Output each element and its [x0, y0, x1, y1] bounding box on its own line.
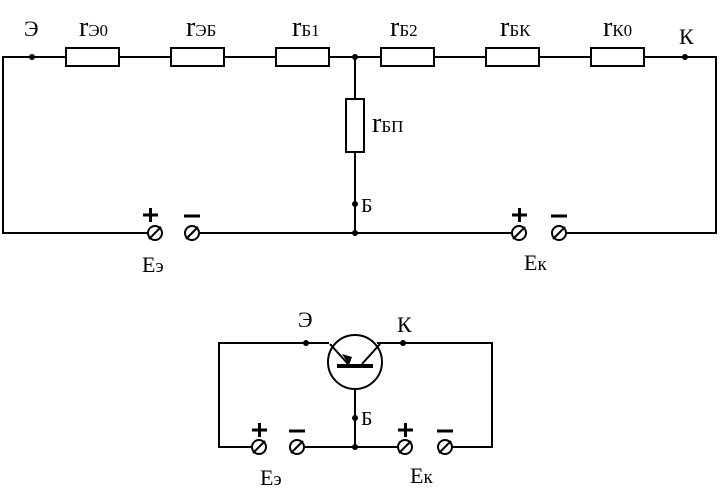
resistor-label-r-k0: rК0 [603, 12, 632, 43]
collector-label: К [397, 312, 412, 337]
transistor-symbol [327, 334, 383, 390]
resistor-label-r-eb: rЭБ [186, 12, 216, 43]
base-label: Б [361, 195, 372, 217]
base-label: Б [361, 408, 372, 430]
plus-icon [143, 208, 158, 222]
battery-collector-top: Eк [511, 208, 567, 275]
battery-emitter-top: Eэ [142, 208, 200, 277]
transistor-circuit: Э К Б Eэ Eк [218, 307, 493, 490]
resistor-r-b1 [275, 47, 330, 67]
battery-emitter-bottom: Eэ [251, 423, 305, 490]
source-label-e-emitter: Eэ [260, 465, 282, 490]
base-terminal-dot [352, 201, 358, 207]
emitter-label: Э [24, 16, 39, 41]
resistor-r-k0 [590, 47, 645, 67]
resistor-r-eb [170, 47, 225, 67]
plus-icon [252, 423, 267, 437]
resistor-label-r-bk: rБК [500, 12, 531, 43]
resistor-r-bp [345, 98, 365, 153]
junction-dot [352, 444, 358, 450]
emitter-terminal-dot [303, 340, 309, 346]
resistor-r-bk [485, 47, 540, 67]
plus-icon [512, 208, 527, 222]
resistor-label-r-bp: rБП [372, 108, 403, 139]
source-label-e-emitter: Eэ [142, 252, 164, 277]
plus-icon [398, 423, 413, 437]
emitter-arrow-icon [342, 354, 352, 365]
source-label-e-collector: Eк [524, 250, 547, 275]
emitter-terminal-dot [29, 54, 35, 60]
resistor-label-r-e0: rЭ0 [79, 12, 108, 43]
junction-dot [352, 54, 358, 60]
resistor-r-b2 [380, 47, 435, 67]
junction-dot [352, 230, 358, 236]
resistor-r-e0 [65, 47, 120, 67]
equivalent-circuit: rЭ0 rЭБ rБ1 rБ2 rБК rК0 rБП Э К Б Eэ [2, 12, 717, 277]
collector-terminal-dot [682, 54, 688, 60]
source-label-e-collector: Eк [410, 463, 433, 488]
base-terminal-dot [352, 415, 358, 421]
emitter-label: Э [298, 307, 313, 332]
collector-terminal-dot [400, 340, 406, 346]
collector-label: К [679, 24, 694, 49]
battery-collector-bottom: Eк [397, 423, 453, 488]
resistor-label-r-b1: rБ1 [292, 12, 320, 43]
resistor-label-r-b2: rБ2 [390, 12, 418, 43]
